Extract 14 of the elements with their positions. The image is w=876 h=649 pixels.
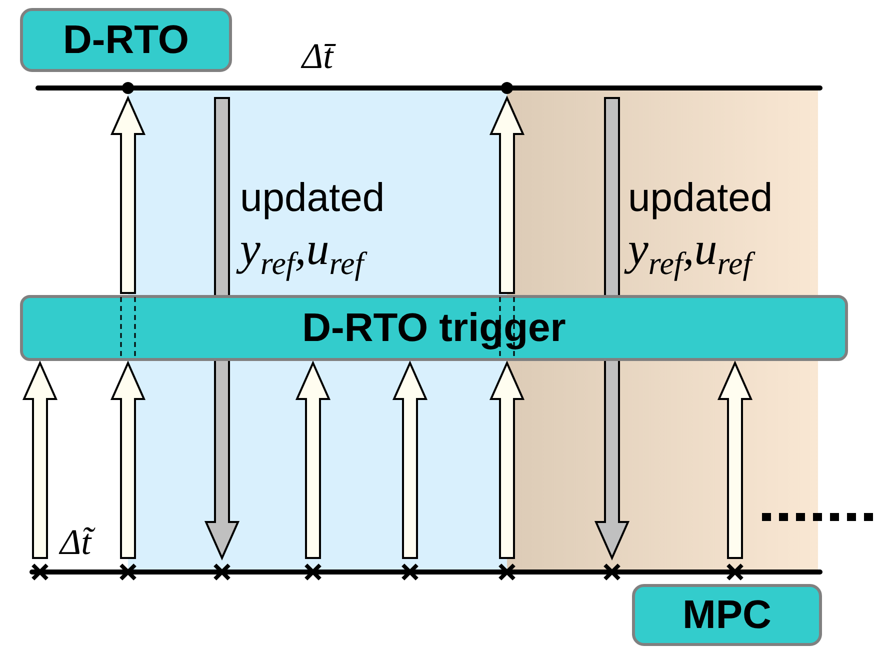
process-box: D-RTO trigger [20,295,848,361]
block-arrow [489,96,525,294]
block-arrow [110,96,146,294]
block-arrow [392,360,428,559]
block-arrow [110,360,146,559]
block-arrow [295,360,331,559]
block-arrow [22,360,58,559]
text-label: updated [628,178,773,218]
process-box: MPC [632,584,822,646]
block-arrow [717,360,753,559]
interval-label: Δt̄ [302,38,334,74]
process-box: D-RTO [20,8,232,72]
block-arrow [489,360,525,559]
text-label: updated [240,178,385,218]
